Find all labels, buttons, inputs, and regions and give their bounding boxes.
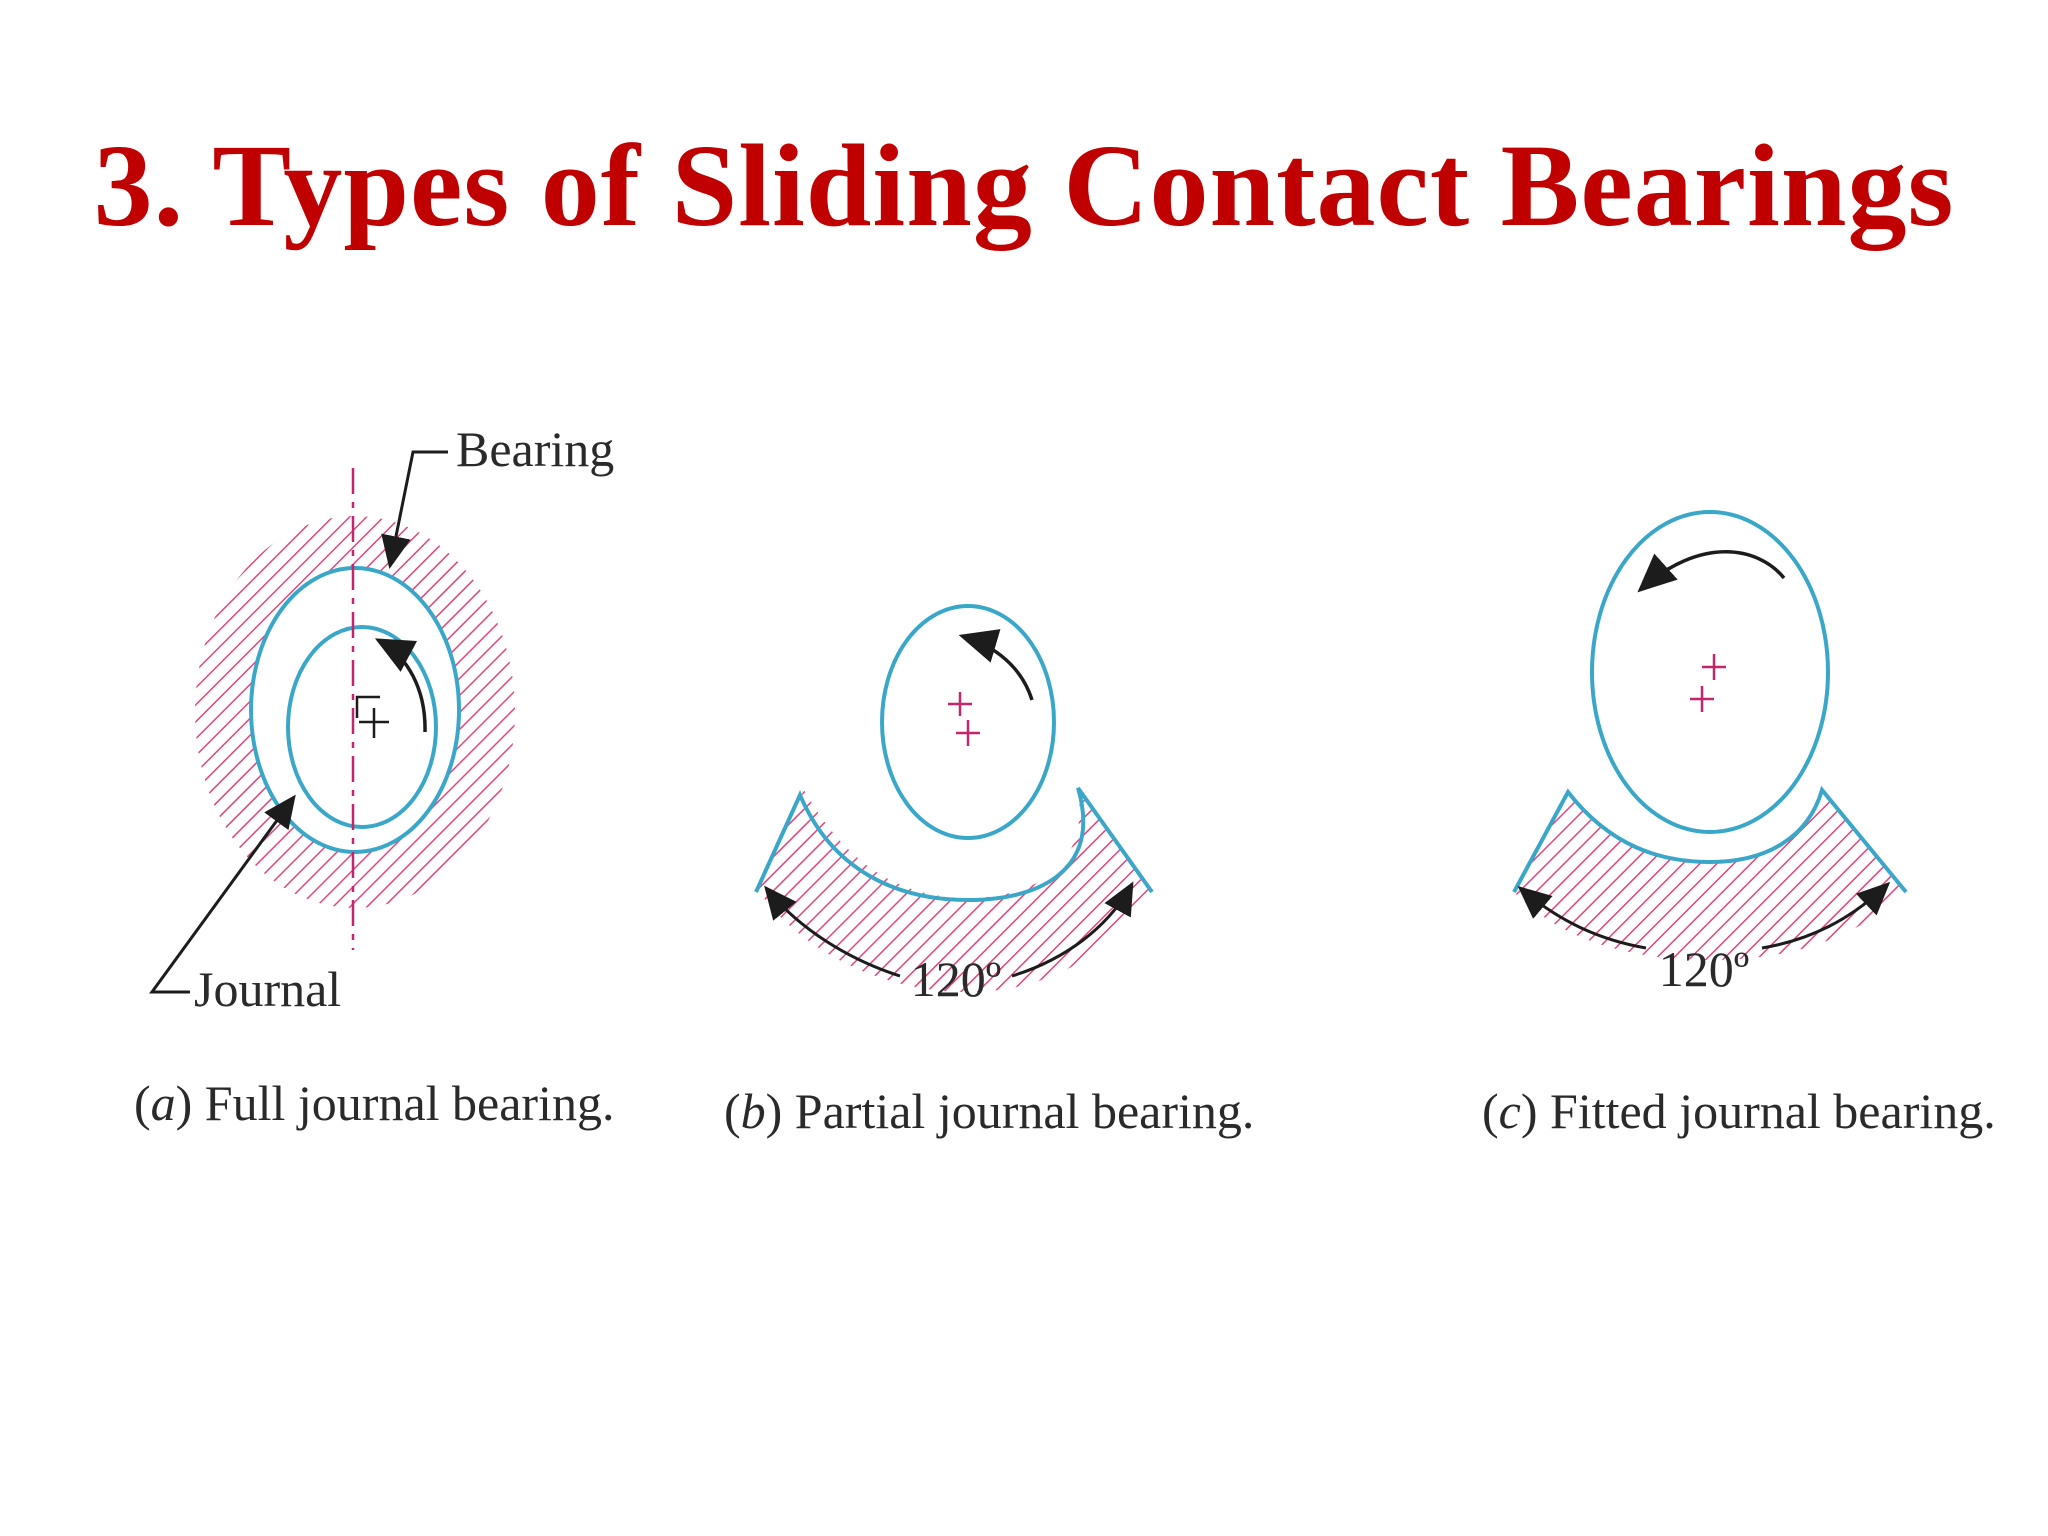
caption-b-letter: b	[741, 1083, 766, 1139]
partial-bearing-hatch	[756, 790, 1150, 992]
journal-leader-line	[149, 794, 296, 994]
caption-c-text: ) Fitted journal bearing.	[1521, 1083, 1996, 1139]
caption-c: (c) Fitted journal bearing.	[1482, 1083, 1996, 1139]
angle-label-b: 120º	[911, 951, 1002, 1007]
caption-b: (b) Partial journal bearing.	[724, 1083, 1254, 1139]
caption-a: (a) Full journal bearing.	[134, 1075, 614, 1131]
figure-a-full-journal-bearing: Bearing Journal (a) Full journal bearing…	[134, 421, 614, 1131]
angle-arrow-left-c	[1517, 886, 1647, 950]
rotation-arrow-b	[958, 629, 1034, 701]
figure-c-fitted-journal-bearing: 120º (c) Fitted journal bearing.	[1482, 510, 1996, 1139]
caption-b-open: (	[724, 1083, 741, 1139]
caption-a-open: (	[134, 1075, 151, 1131]
caption-c-letter: c	[1499, 1083, 1521, 1139]
bearing-leader-line	[381, 450, 448, 569]
rotation-arrow-c	[1637, 550, 1786, 593]
journal-label: Journal	[194, 961, 341, 1017]
center-mark	[355, 695, 389, 738]
center-marks-b	[948, 692, 980, 746]
angle-arrow-right-c	[1761, 881, 1891, 950]
angle-arrow-right-b	[1011, 881, 1134, 978]
journal-outline	[286, 625, 438, 829]
caption-b-text: ) Partial journal bearing.	[766, 1083, 1255, 1139]
slide-title: 3. Types of Sliding Contact Bearings	[93, 120, 1955, 251]
figure-b-partial-journal-bearing: 120º (b) Partial journal bearing.	[724, 604, 1254, 1139]
bearing-label: Bearing	[456, 421, 614, 477]
fitted-bearing-outline	[1512, 785, 1908, 894]
center-marks-c	[1690, 654, 1726, 712]
caption-c-open: (	[1482, 1083, 1499, 1139]
caption-a-text: ) Full journal bearing.	[176, 1075, 615, 1131]
rotation-arrow	[374, 638, 427, 733]
partial-bearing-outline	[754, 786, 1154, 903]
caption-a-letter: a	[151, 1075, 176, 1131]
journal-c	[1590, 510, 1830, 834]
angle-label-c: 120º	[1659, 941, 1750, 997]
angle-arrow-left-b	[764, 885, 901, 978]
